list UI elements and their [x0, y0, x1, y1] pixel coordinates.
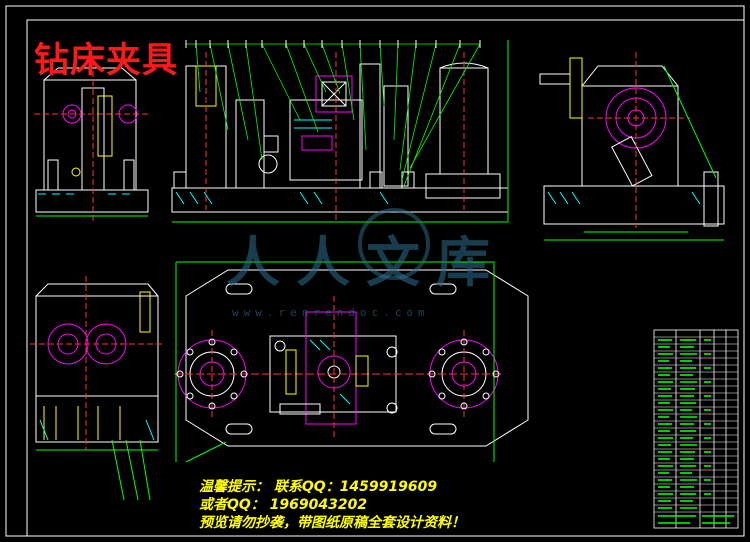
front-view-main — [171, 40, 509, 223]
watermark-text: 人人文库 — [226, 231, 506, 294]
notice-line-3: 预览请勿抄袭，带图纸原稿全套设计资料！ — [199, 515, 465, 531]
parts-list-entries — [658, 339, 734, 524]
parts-list-rows — [654, 336, 738, 513]
parts-list-table — [653, 329, 739, 529]
top-view-bolt-circles — [176, 338, 500, 414]
top-view-bottom-middle — [174, 261, 529, 463]
notice-line-1: 温馨提示： 联系QQ：1459919609 — [199, 479, 438, 495]
watermark-logo — [358, 208, 430, 280]
side-view-top-left — [34, 62, 150, 222]
side-view-top-right — [539, 52, 725, 241]
section-view-bottom-left — [30, 276, 164, 501]
notice-line-2: 或者QQ： 1969043202 — [199, 497, 368, 513]
drawing-title: 钻床夹具 — [34, 40, 179, 81]
balloon-ticks-top — [185, 40, 481, 48]
watermark-url: www.renrendoc.com — [232, 306, 430, 319]
leader-lines-top — [186, 43, 481, 187]
inner-frame — [26, 19, 745, 537]
